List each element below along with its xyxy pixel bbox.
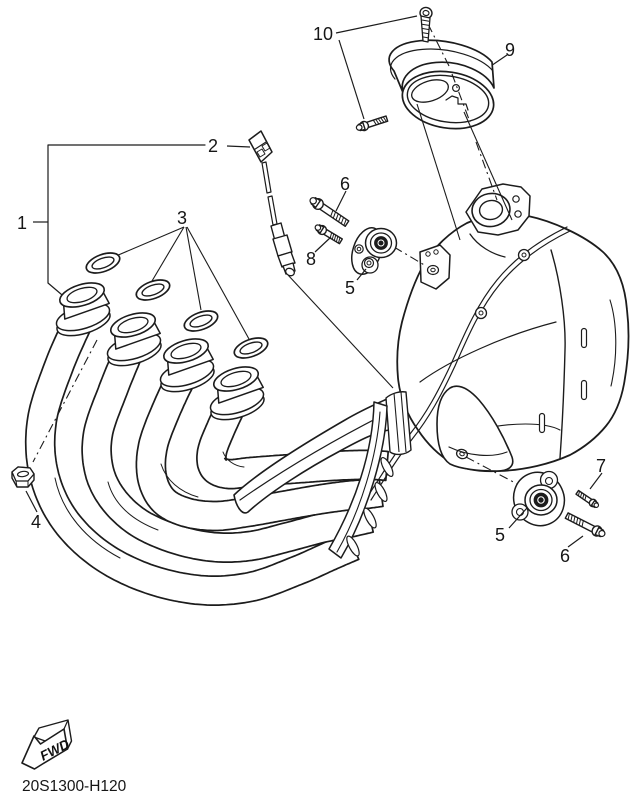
svg-text:10: 10 [313,24,333,44]
svg-text:6: 6 [340,174,350,194]
svg-text:7: 7 [596,456,606,476]
svg-text:20S1300-H120: 20S1300-H120 [22,778,127,795]
svg-text:5: 5 [345,278,355,298]
svg-text:9: 9 [505,40,515,60]
svg-text:1: 1 [17,213,27,233]
svg-text:4: 4 [31,512,41,532]
svg-text:6: 6 [560,546,570,566]
svg-text:8: 8 [306,249,316,269]
svg-text:2: 2 [208,136,218,156]
svg-text:3: 3 [177,208,187,228]
svg-text:5: 5 [495,525,505,545]
